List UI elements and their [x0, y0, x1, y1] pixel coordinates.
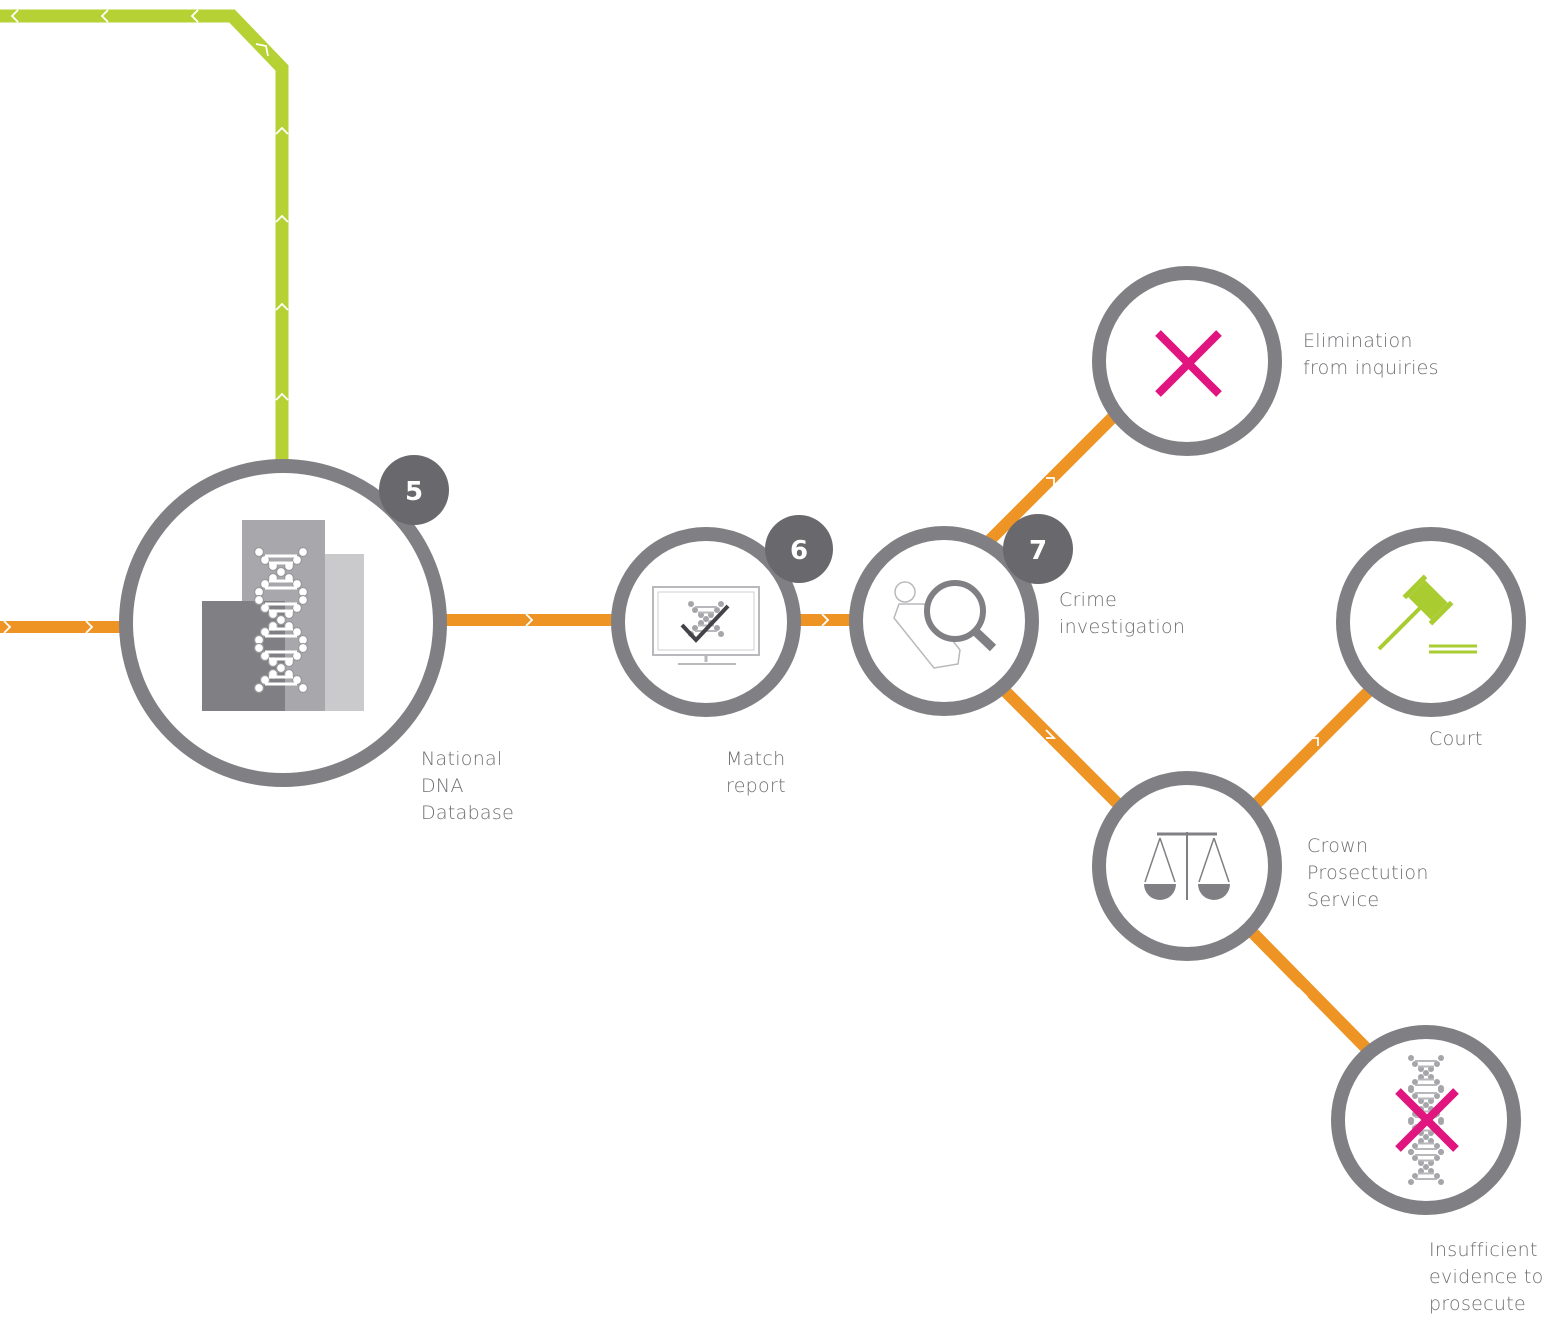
label-line: Insufficient: [1429, 1239, 1538, 1261]
orange-route-lines: [0, 407, 1377, 1053]
label-line: evidence to: [1429, 1266, 1544, 1288]
step-5-badge: 5: [379, 455, 449, 525]
label-line: Service: [1307, 889, 1380, 911]
node-elimination: [1092, 266, 1282, 456]
label-line: prosecute: [1429, 1293, 1526, 1315]
label-national-dna-database: National DNA Database: [421, 746, 514, 827]
node-national-dna-database: [119, 459, 447, 787]
step-7-number: 7: [1029, 536, 1047, 566]
step-5-number: 5: [405, 477, 423, 507]
label-line: Elimination: [1303, 330, 1413, 352]
green-route-line: [0, 9, 289, 460]
node-crime-investigation: [849, 526, 1039, 716]
cross-icon: [1155, 330, 1222, 397]
node-crown-prosecution-service: [1092, 771, 1282, 961]
node-match-report: [611, 527, 801, 717]
magnifier-person-icon: [893, 580, 997, 669]
step-7-badge: 7: [1003, 514, 1073, 584]
dna-cross-icon: [1395, 1054, 1459, 1186]
label-crime-investigation: Crime investigation: [1059, 587, 1185, 641]
label-line: DNA: [421, 775, 464, 797]
label-line: Crime: [1059, 589, 1118, 611]
label-elimination: Elimination from inquiries: [1303, 328, 1439, 382]
label-line: Court: [1429, 728, 1483, 750]
dna-database-icon: [202, 520, 364, 711]
label-crown-prosecution-service: Crown Prosectution Service: [1307, 833, 1429, 914]
label-line: Match: [726, 748, 786, 770]
step-6-number: 6: [790, 536, 808, 566]
node-insufficient-evidence: [1331, 1025, 1521, 1215]
label-court: Court: [1429, 726, 1483, 753]
label-line: Database: [421, 802, 515, 824]
label-line: investigation: [1059, 616, 1186, 638]
label-insufficient-evidence: Insufficient evidence to prosecute: [1429, 1237, 1544, 1318]
label-line: report: [726, 775, 786, 797]
label-match-report: Match report: [726, 746, 786, 800]
node-court: [1336, 527, 1526, 717]
gavel-icon: [1377, 574, 1477, 654]
step-6-badge: 6: [765, 515, 833, 583]
label-line: Crown: [1307, 835, 1369, 857]
label-line: from inquiries: [1303, 357, 1439, 379]
monitor-dna-check-icon: [652, 586, 760, 665]
scales-icon: [1144, 832, 1230, 900]
label-line: Prosectution: [1307, 862, 1429, 884]
label-line: National: [421, 748, 503, 770]
